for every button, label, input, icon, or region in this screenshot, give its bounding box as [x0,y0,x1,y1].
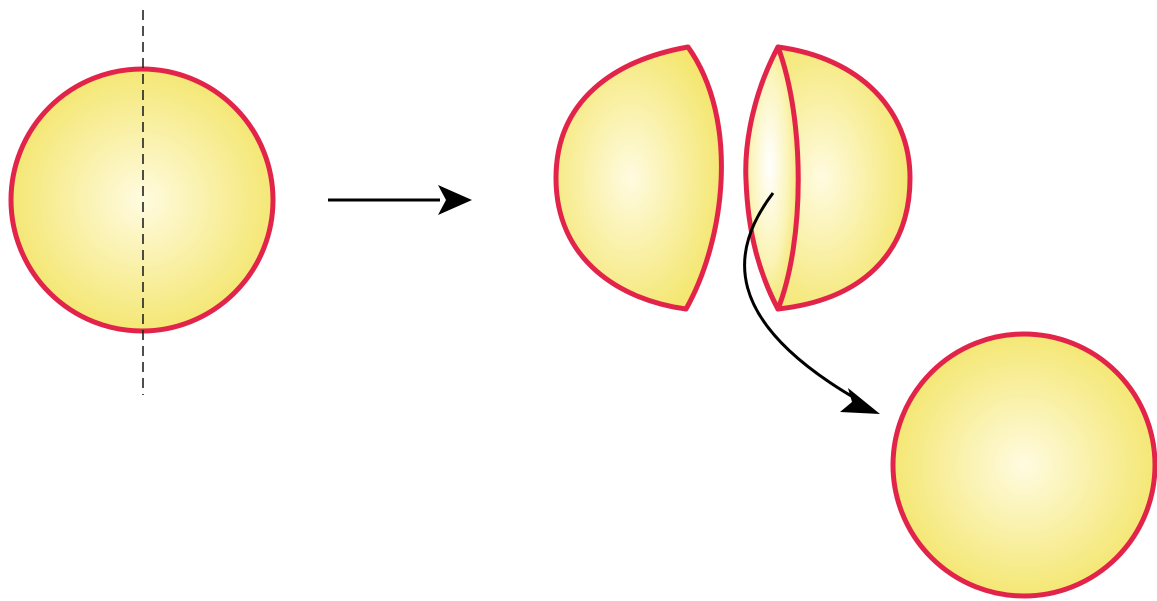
left-hemisphere [556,47,721,309]
resulting-sphere [893,334,1155,596]
process-arrow [328,185,472,215]
cut-face [746,47,798,309]
whole-sphere [11,69,273,331]
